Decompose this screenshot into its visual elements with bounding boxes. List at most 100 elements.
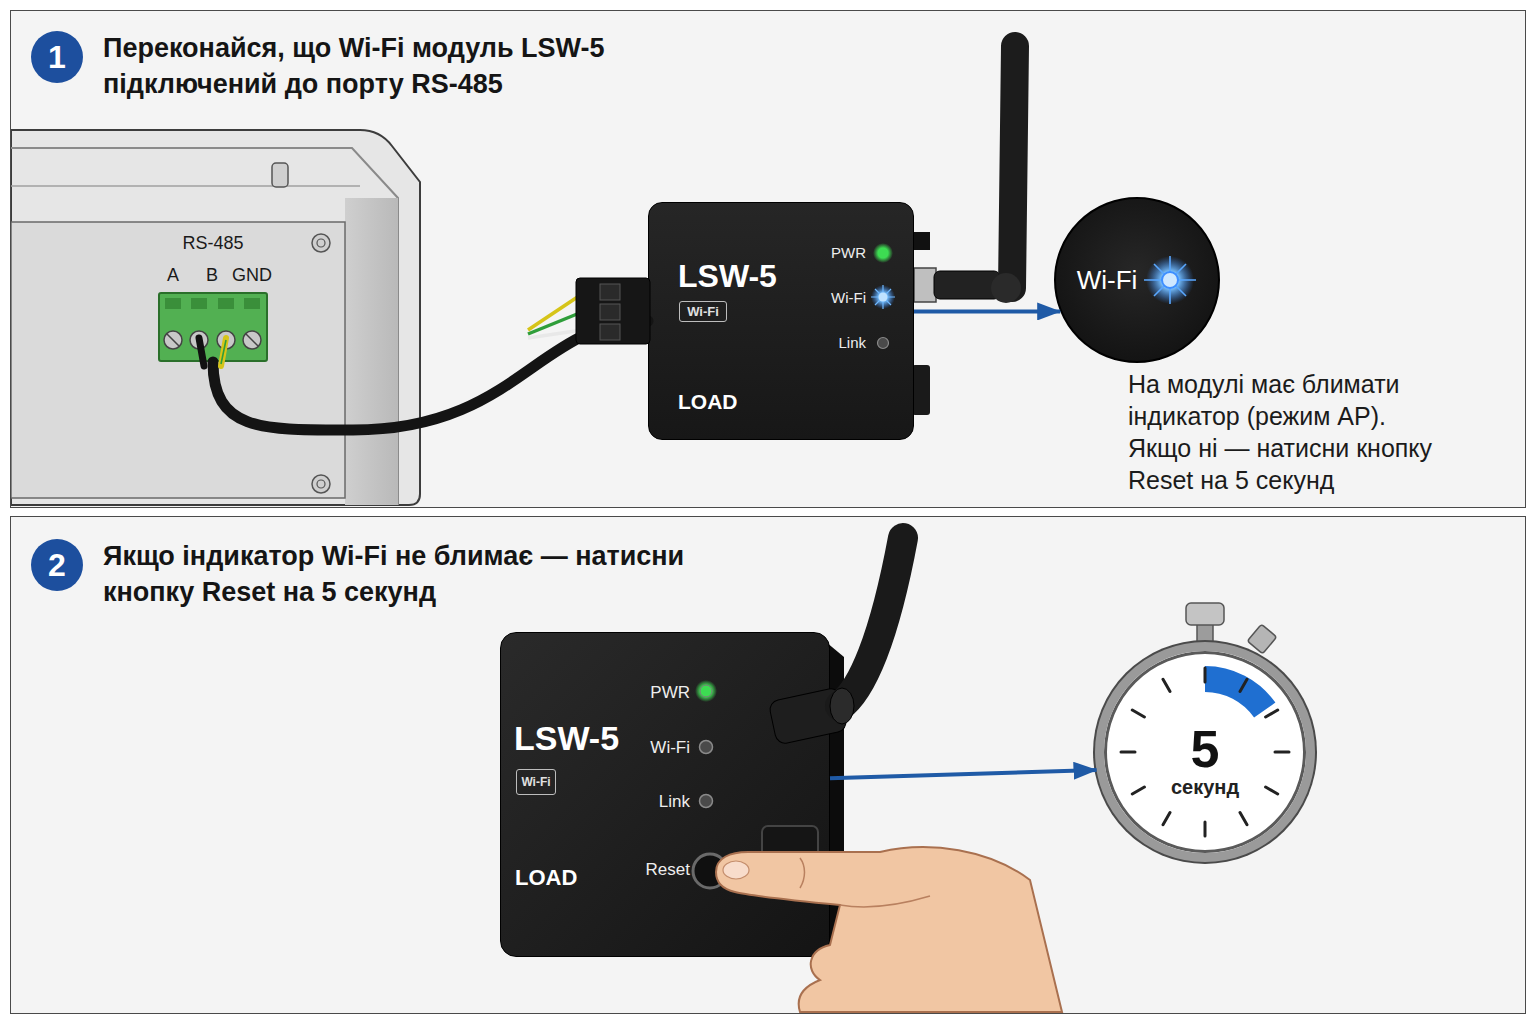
link-led bbox=[878, 338, 889, 349]
step-panel: Переконайся, що Wi-Fi модуль LSW-5 підкл… bbox=[10, 10, 1526, 508]
led-glow bbox=[871, 285, 895, 309]
housing-rim bbox=[11, 148, 398, 505]
led-label: PWR bbox=[580, 681, 690, 705]
led-rays bbox=[1144, 256, 1196, 304]
led-glow bbox=[873, 243, 893, 263]
screw bbox=[312, 475, 330, 493]
dial-ticks bbox=[1121, 668, 1289, 836]
wifi-badge: Wi-Fi bbox=[679, 301, 727, 322]
button-label: Reset bbox=[580, 858, 690, 882]
wifi-led-zoom bbox=[1162, 272, 1178, 288]
terminal-slot bbox=[191, 298, 207, 309]
inverter-housing bbox=[11, 130, 420, 505]
side-port bbox=[762, 826, 818, 868]
terminal-slot bbox=[218, 298, 234, 309]
screw bbox=[312, 234, 330, 252]
fingernail bbox=[723, 861, 749, 879]
wifi-led bbox=[879, 293, 888, 302]
stopwatch: 5секунд bbox=[1095, 642, 1315, 862]
step-panel: Якщо індикатор Wi-Fi не блимає — натисни… bbox=[10, 516, 1526, 1014]
led-glow bbox=[695, 680, 717, 702]
duration-unit: секунд bbox=[1130, 775, 1280, 799]
stopwatch-button bbox=[1247, 624, 1276, 654]
antenna-nut bbox=[914, 268, 936, 302]
wire-yellow bbox=[528, 294, 582, 330]
module-bump bbox=[912, 232, 930, 250]
duration-value: 5 bbox=[1155, 720, 1255, 778]
antenna bbox=[840, 538, 903, 706]
screw bbox=[317, 239, 325, 247]
wire-black bbox=[199, 338, 204, 366]
brand-name: LOAD bbox=[515, 864, 577, 892]
model-name: LSW-5 bbox=[514, 716, 619, 760]
brand-name: LOAD bbox=[678, 389, 738, 415]
screw-slot bbox=[167, 334, 258, 346]
housing-edge bbox=[11, 185, 360, 187]
housing-side bbox=[345, 198, 398, 505]
antenna-joint bbox=[830, 688, 854, 724]
terminal-screw bbox=[164, 331, 182, 349]
connector-pin bbox=[600, 324, 620, 340]
led-label: Link bbox=[580, 790, 690, 814]
badge-text: Wi-Fi bbox=[516, 769, 556, 795]
module-connector bbox=[576, 278, 650, 344]
terminal-screw bbox=[190, 331, 208, 349]
arrow-connector bbox=[830, 770, 1096, 778]
wifi-module: LSW-5PWR Wi-FiLinkLOAD Wi-Fi bbox=[648, 202, 914, 440]
terminal-block: RS-485ABGND bbox=[158, 292, 268, 362]
link-led bbox=[700, 795, 713, 808]
callout-digit: 2 bbox=[31, 539, 83, 591]
wire-green bbox=[528, 312, 582, 334]
terminal-screw bbox=[217, 331, 235, 349]
wifi-badge: Wi-Fi bbox=[516, 769, 556, 795]
cable bbox=[213, 321, 648, 430]
note-text: На модулі має блимати індикатор (режим A… bbox=[1128, 368, 1450, 496]
led-rays bbox=[871, 285, 895, 309]
antenna-connector bbox=[768, 687, 848, 745]
terminal-screw bbox=[243, 331, 261, 349]
wire-white bbox=[528, 330, 582, 338]
antenna-joint bbox=[991, 273, 1021, 303]
stopwatch-crown bbox=[1186, 603, 1224, 625]
led-label: Wi-Fi bbox=[580, 736, 690, 760]
wire-stripe bbox=[221, 340, 226, 364]
pin-name: B bbox=[202, 264, 222, 286]
wifi-led bbox=[700, 741, 713, 754]
pin-name: GND bbox=[231, 264, 273, 286]
pin-name: A bbox=[163, 264, 183, 286]
inverter-front-plate bbox=[11, 222, 345, 498]
terminal-slot bbox=[165, 298, 181, 309]
led-glow bbox=[1146, 256, 1194, 304]
wire-yellow bbox=[221, 338, 226, 366]
zoom-circle: Wi-Fi bbox=[1054, 197, 1220, 363]
elapsed-arc bbox=[1205, 666, 1275, 718]
screw bbox=[317, 480, 325, 488]
step-heading: Переконайся, що Wi-Fi модуль LSW-5 підкл… bbox=[103, 30, 713, 102]
terminal-slot bbox=[244, 298, 260, 309]
badge-text: Wi-Fi bbox=[679, 301, 727, 322]
hand bbox=[716, 847, 1062, 1012]
finger-crease bbox=[800, 858, 930, 907]
module-bump bbox=[912, 365, 930, 415]
led-label: Link bbox=[756, 332, 866, 354]
connector-pin bbox=[600, 284, 620, 300]
pwr-led bbox=[878, 248, 888, 258]
step-heading: Якщо індикатор Wi-Fi не блимає — натисни… bbox=[103, 538, 713, 610]
panel-fill bbox=[10, 516, 1526, 1014]
arrow-connector bbox=[914, 309, 1060, 313]
antenna bbox=[1012, 46, 1015, 288]
housing-knob bbox=[272, 163, 288, 187]
led-label: Wi-Fi bbox=[756, 287, 866, 309]
callout-number: 1 bbox=[31, 31, 83, 83]
antenna-connector bbox=[934, 271, 1000, 299]
model-name: LSW-5 bbox=[678, 256, 777, 296]
callout-number: 2 bbox=[31, 539, 83, 591]
led-label: PWR bbox=[756, 242, 866, 264]
wifi-module: LSW-5 PWR Wi-FiLinkLOADReset Wi-Fi bbox=[500, 632, 830, 957]
pwr-led bbox=[700, 685, 712, 697]
port-name: RS-485 bbox=[163, 232, 263, 254]
callout-digit: 1 bbox=[31, 31, 83, 83]
panel-fill bbox=[10, 10, 1526, 508]
connector-pin bbox=[600, 304, 620, 320]
